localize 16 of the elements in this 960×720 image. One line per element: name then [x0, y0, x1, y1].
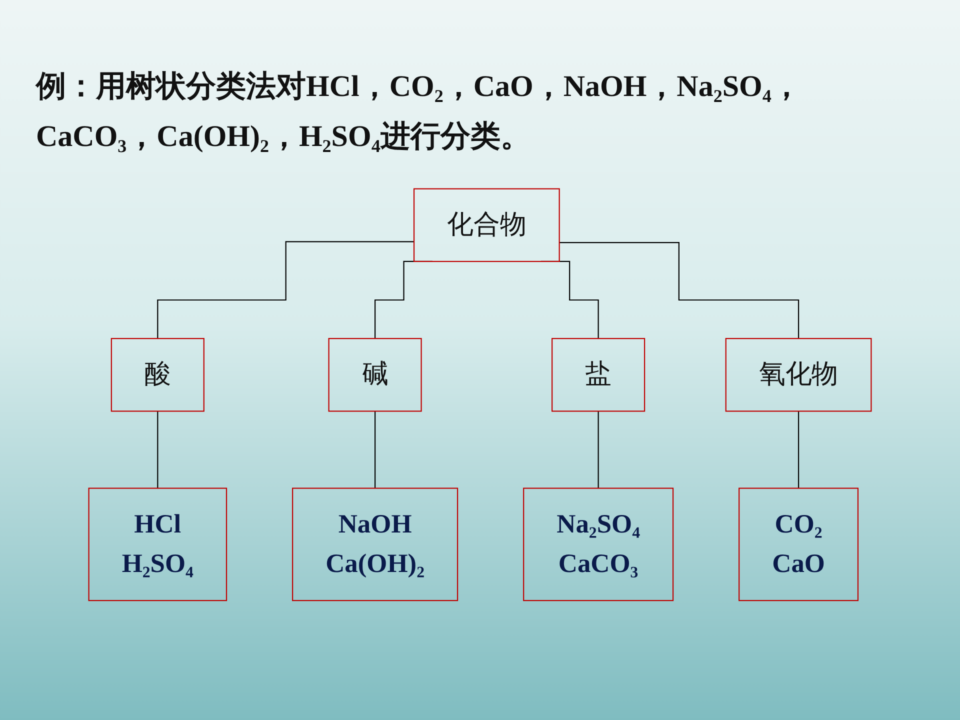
connector	[157, 410, 158, 489]
connector	[157, 241, 414, 340]
node-box: NaOH Ca(OH)₂	[292, 488, 458, 602]
connector	[598, 410, 599, 489]
title: 例：用树状分类法对HCl，CO₂，CaO，NaOH，Na₂SO₄，CaCO₃，Ca(OH)₂，H₂SO₄进行分类。	[36, 69, 802, 155]
node-box: 盐	[552, 338, 646, 412]
connector	[374, 410, 376, 489]
node-box: CO₂ CaO	[738, 488, 859, 602]
node-box: 氧化物	[725, 338, 872, 412]
node-box: Na₂SO₄ CaCO₃	[523, 488, 674, 602]
node-box: 酸	[110, 338, 204, 412]
connector	[559, 242, 800, 340]
node-box: HCl H₂SO₄	[88, 488, 228, 602]
connector	[798, 410, 800, 489]
node-box: 碱	[328, 338, 422, 412]
node-box: 化合物	[413, 188, 560, 262]
